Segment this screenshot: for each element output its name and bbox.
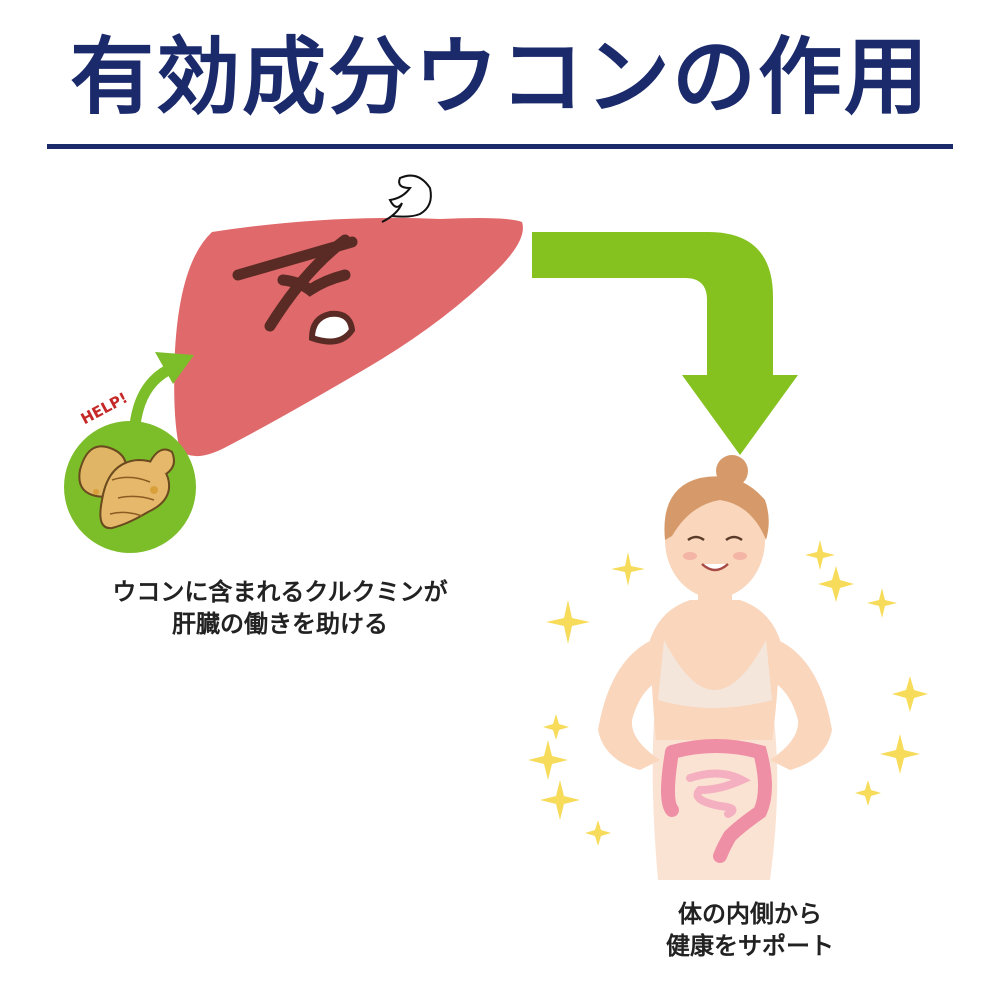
- caption-left: ウコンに含まれるクルクミンが 肝臓の働きを助ける: [60, 576, 500, 640]
- caption-left-line-1: ウコンに含まれるクルクミンが: [112, 578, 448, 606]
- title-divider: [47, 144, 953, 149]
- page-title: 有効成分ウコンの作用: [69, 28, 930, 126]
- dizzy-squiggle-icon: [381, 174, 432, 223]
- turmeric-icon: [64, 421, 196, 553]
- caption-right-line-1: 体の内側から: [678, 900, 822, 928]
- liver-icon: [174, 217, 523, 457]
- caption-left-line-2: 肝臓の働きを助ける: [172, 610, 388, 638]
- caption-right: 体の内側から 健康をサポート: [600, 898, 900, 962]
- intestine-icon: [661, 739, 772, 863]
- curved-arrow-icon: [532, 232, 798, 455]
- caption-right-line-2: 健康をサポート: [666, 932, 834, 960]
- sparkle-icon: [528, 540, 928, 846]
- small-arrow-icon: [129, 352, 194, 431]
- woman-icon: [598, 455, 832, 880]
